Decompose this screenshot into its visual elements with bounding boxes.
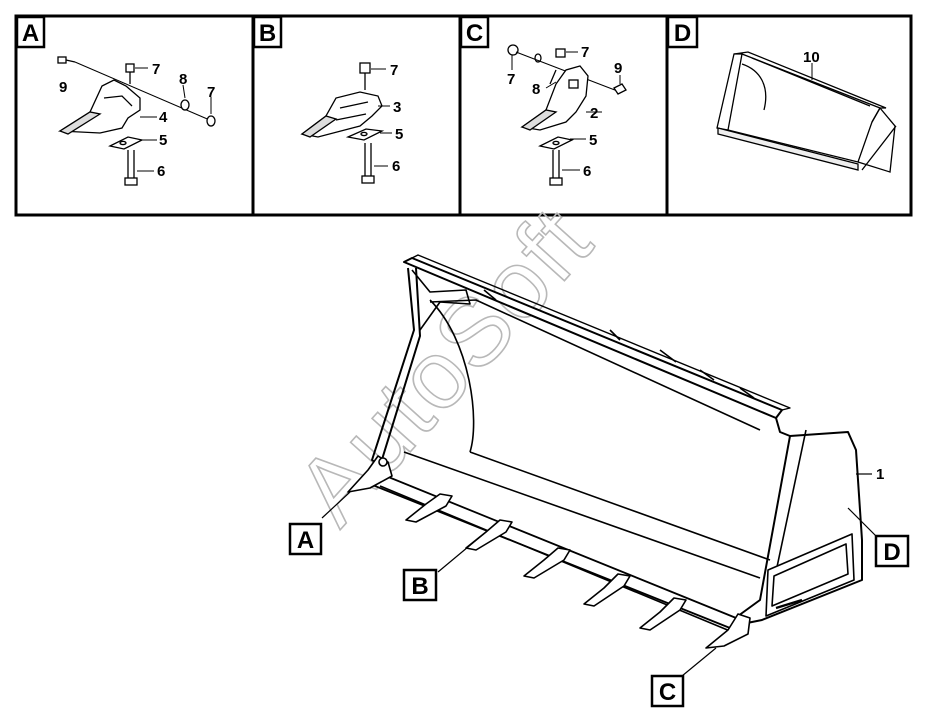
panel-c-callouts: 7 7 8 9 2 5 6 <box>507 44 622 180</box>
callout-label: 3 <box>393 99 401 116</box>
main-callout-box-b: B <box>402 568 438 602</box>
callout-leaders <box>321 473 877 677</box>
callout-label: 9 <box>59 79 67 96</box>
svg-text:D: D <box>883 539 900 566</box>
callout-label: 9 <box>614 60 622 77</box>
main-callout-box-d: D <box>874 534 910 568</box>
watermark: AutoSoft <box>276 187 613 544</box>
svg-text:A: A <box>297 527 314 554</box>
panel-a-letter-box: A <box>15 15 46 49</box>
bucket-main-drawing <box>347 254 863 649</box>
panel-a-drawing <box>57 56 216 186</box>
panel-b-callouts: 7 3 5 6 <box>390 62 403 175</box>
svg-text:B: B <box>259 20 276 47</box>
callout-label: 8 <box>179 71 187 88</box>
svg-text:D: D <box>674 20 691 47</box>
callout-label: 5 <box>589 132 597 149</box>
panel-b-letter-box: B <box>252 15 283 49</box>
panel-c-drawing <box>507 44 627 186</box>
svg-text:C: C <box>466 20 483 47</box>
callout-label: 7 <box>152 61 160 78</box>
callout-label: 8 <box>532 81 540 98</box>
callout-label: 2 <box>590 105 598 122</box>
callout-label: 10 <box>803 49 820 66</box>
svg-text:C: C <box>659 679 676 706</box>
callout-label: 4 <box>159 109 168 126</box>
panel-c-letter-box: C <box>459 15 490 49</box>
callout-label: 5 <box>159 132 167 149</box>
callout-label: 6 <box>392 158 400 175</box>
part-number-label: 1 <box>876 466 884 483</box>
callout-label: 7 <box>507 71 515 88</box>
panel-b-drawing <box>300 62 392 184</box>
panel-a-callouts: 9 7 8 7 4 5 6 <box>59 61 215 180</box>
callout-label: 7 <box>390 62 398 79</box>
callout-label: 6 <box>157 163 165 180</box>
panel-d-drawing <box>716 51 897 173</box>
callout-label: 7 <box>581 44 589 61</box>
panel-d-callouts: 10 <box>803 49 820 66</box>
svg-text:B: B <box>411 573 428 600</box>
svg-text:A: A <box>22 20 39 47</box>
callout-label: 6 <box>583 163 591 180</box>
callout-label: 5 <box>395 126 403 143</box>
callout-label: 7 <box>207 84 215 101</box>
main-callout-box-a: A <box>288 522 323 556</box>
main-callout-box-c: C <box>650 674 685 708</box>
panel-d-letter-box: D <box>666 15 699 49</box>
